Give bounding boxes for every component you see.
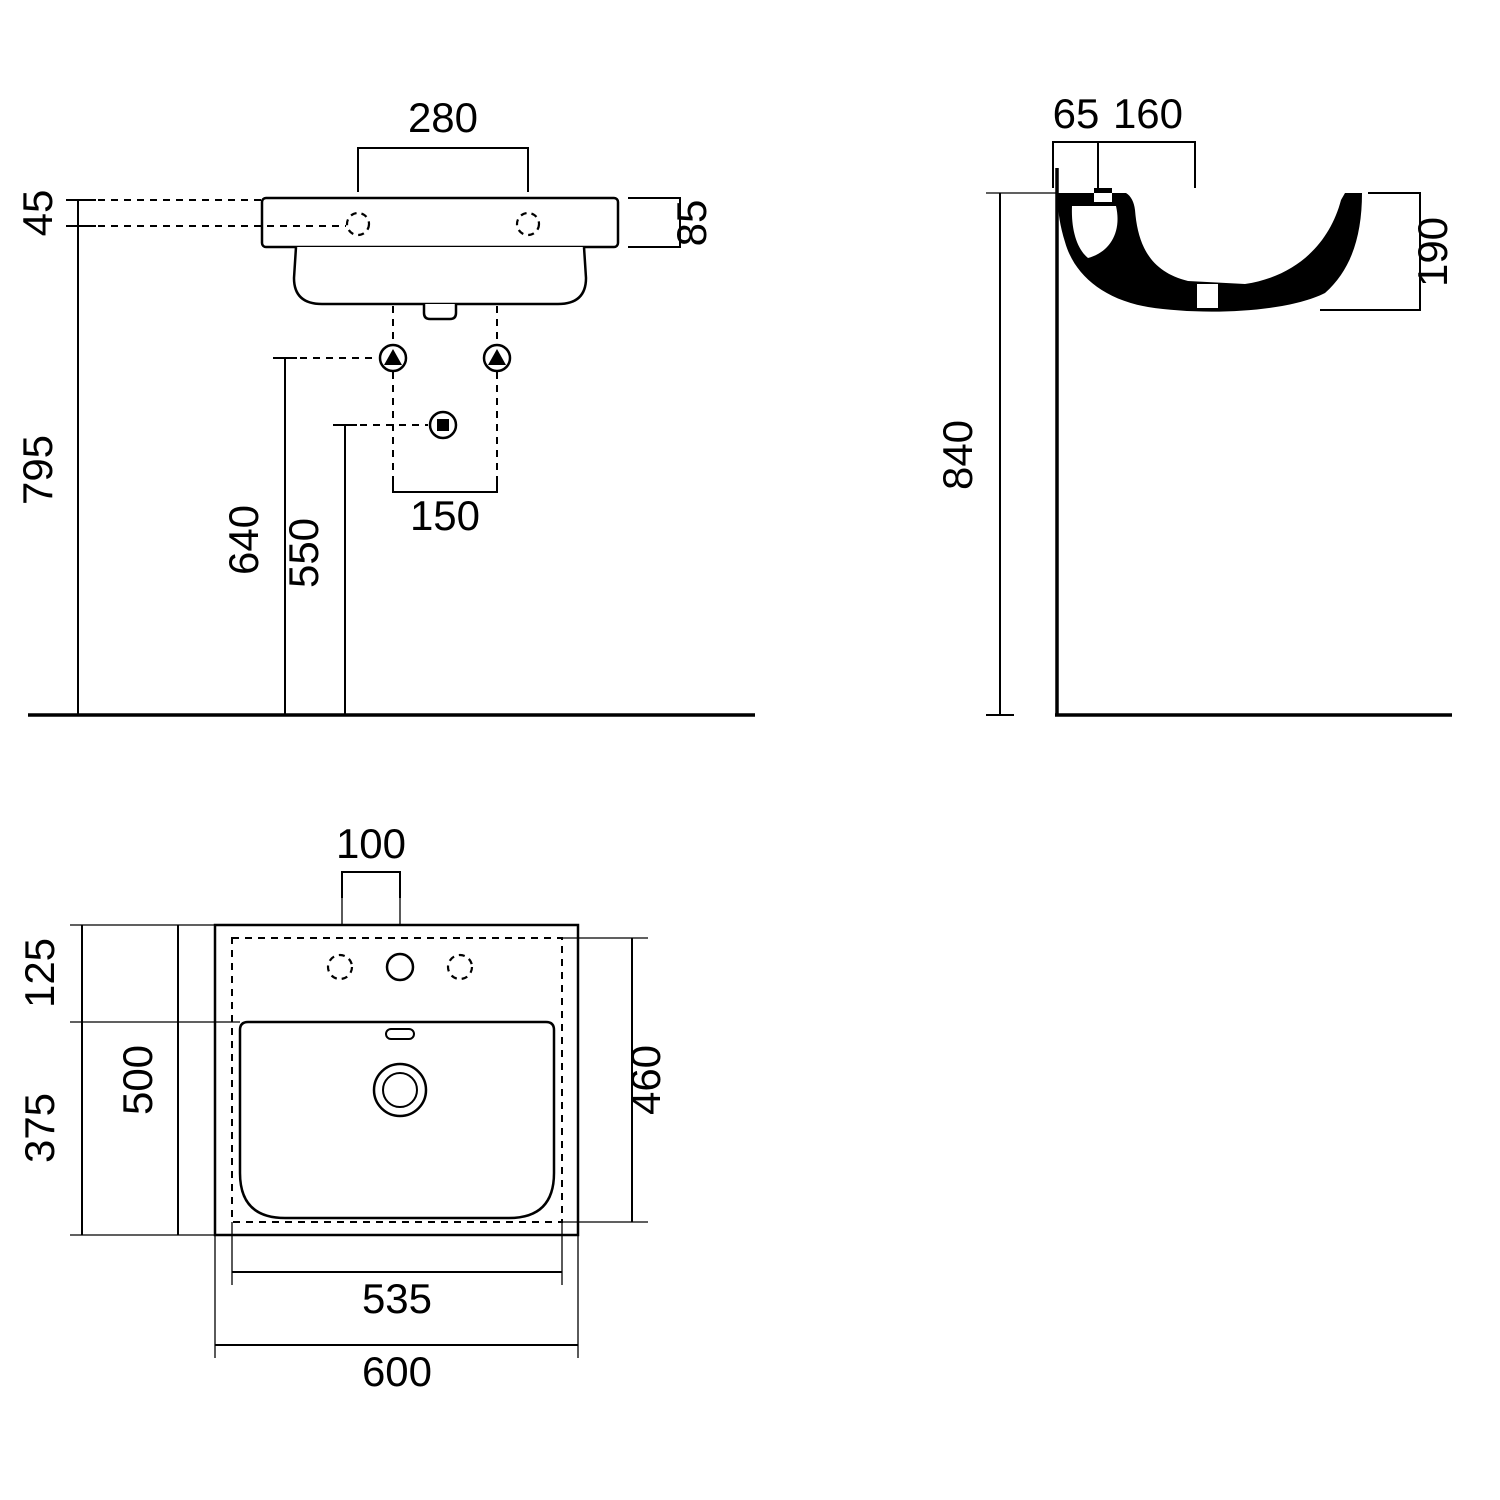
dim-label-460: 460 xyxy=(622,1045,669,1115)
dim-label-280: 280 xyxy=(408,94,478,141)
front-elevation-view: 280 85 45 795 xyxy=(14,94,755,717)
dim-line-550 xyxy=(333,424,357,715)
dim-label-600: 600 xyxy=(362,1348,432,1395)
dim-label-125: 125 xyxy=(16,938,63,1008)
dim-label-45: 45 xyxy=(14,190,61,237)
overflow-slot xyxy=(385,1028,415,1040)
plan-view: 100 125 375 500 460 535 xyxy=(16,820,669,1395)
drain-inner-circle xyxy=(382,1072,418,1108)
dim-ticks-45 xyxy=(66,199,96,227)
dim-label-640: 640 xyxy=(220,505,267,575)
tap-hole-right-optional xyxy=(446,953,474,981)
waste-outlet-symbol xyxy=(428,410,458,440)
drain-outer-circle xyxy=(372,1062,428,1118)
dim-label-500: 500 xyxy=(114,1045,161,1115)
fixing-leader-upper xyxy=(392,306,498,345)
basin-rim-front xyxy=(260,196,620,249)
tap-hole-right-hidden xyxy=(515,211,541,237)
fixing-bolt-left-symbol xyxy=(378,343,408,373)
basin-section-profile xyxy=(1058,188,1362,312)
dim-label-535: 535 xyxy=(362,1275,432,1322)
dim-bracket-150 xyxy=(392,478,498,493)
dim-bracket-100 xyxy=(341,871,401,898)
tap-hole-left-hidden xyxy=(345,211,371,237)
dim-line-640 xyxy=(273,357,297,715)
dim-label-100: 100 xyxy=(336,820,406,867)
dim-line-840 xyxy=(986,193,1014,716)
fixing-leader-lower xyxy=(392,372,498,486)
dim-label-375: 375 xyxy=(16,1093,63,1163)
dim-bracket-280 xyxy=(357,147,529,192)
dim-bracket-65-160 xyxy=(1052,141,1196,188)
dim-label-190: 190 xyxy=(1409,217,1456,287)
dim-bracket-85 xyxy=(628,197,681,248)
drain-stub-front xyxy=(422,304,458,321)
dim-label-795: 795 xyxy=(14,435,61,505)
dim-label-85: 85 xyxy=(668,200,715,247)
basin-plan-hidden-body xyxy=(231,937,563,1223)
dim-label-150: 150 xyxy=(410,492,480,539)
dim-label-65: 65 xyxy=(1053,90,1100,137)
tap-hole-left-optional xyxy=(326,953,354,981)
side-section-view: 65 160 840 190 xyxy=(934,90,1456,717)
dim-label-840: 840 xyxy=(934,420,981,490)
fixing-bolt-right-symbol xyxy=(482,343,512,373)
dim-bracket-190 xyxy=(1320,192,1421,311)
dim-label-550: 550 xyxy=(280,518,327,588)
bowl-plan-outline xyxy=(238,1020,556,1220)
tap-hole-center xyxy=(385,952,415,982)
basin-body-front xyxy=(292,246,588,306)
dim-label-160: 160 xyxy=(1113,90,1183,137)
